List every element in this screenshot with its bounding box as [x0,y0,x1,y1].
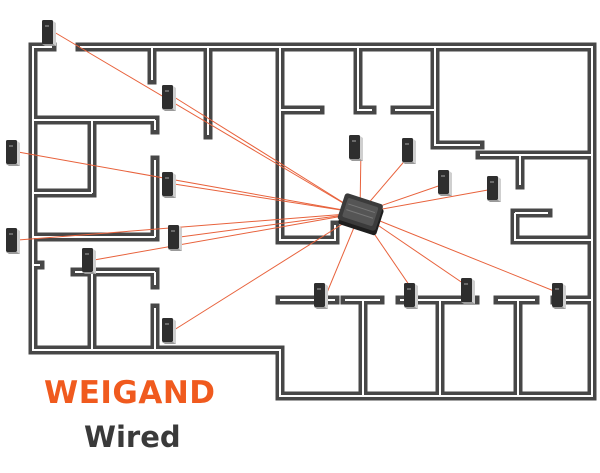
wall-segment [353,42,377,115]
card-reader-icon [82,248,96,274]
card-reader-icon [162,318,176,344]
wall-segment-core [32,46,593,397]
card-reader-icon [402,138,416,164]
legend-subtitle: Wired [84,420,181,454]
wall-segment-core [395,47,436,111]
wire-line [359,212,565,296]
card-reader-icon [162,85,176,111]
wall-segment-core [357,47,372,111]
wire-line [179,212,361,238]
card-reader-icon [487,176,501,202]
legend-title: WEIGAND [44,375,216,411]
card-reader-icon [314,283,328,309]
card-reader-icon [168,225,182,251]
card-reader-icon [6,140,20,166]
card-reader-icon [162,172,176,198]
wall-segment [390,42,440,115]
card-reader-icon [349,135,363,161]
wire-line [173,212,361,331]
card-reader-icon [404,283,418,309]
card-reader-icon [6,228,20,254]
wire-line [17,212,361,241]
wall-segment [430,105,485,150]
card-reader-icon [438,170,452,196]
wire-line [93,212,361,261]
wire-line [173,183,361,214]
wall-segment-core [279,110,336,241]
card-reader-icon [42,20,56,46]
controller-icon [337,193,384,236]
card-reader-icon [552,283,566,309]
wire-line [53,31,361,214]
wire-line [359,187,500,214]
wire-line [173,96,361,214]
wiring-lines [17,31,565,331]
wall-segment-core [434,110,480,146]
card-reader-icon [461,278,475,304]
card-readers [6,20,566,344]
wire-line [17,151,361,214]
wall-segment-core [514,213,592,241]
